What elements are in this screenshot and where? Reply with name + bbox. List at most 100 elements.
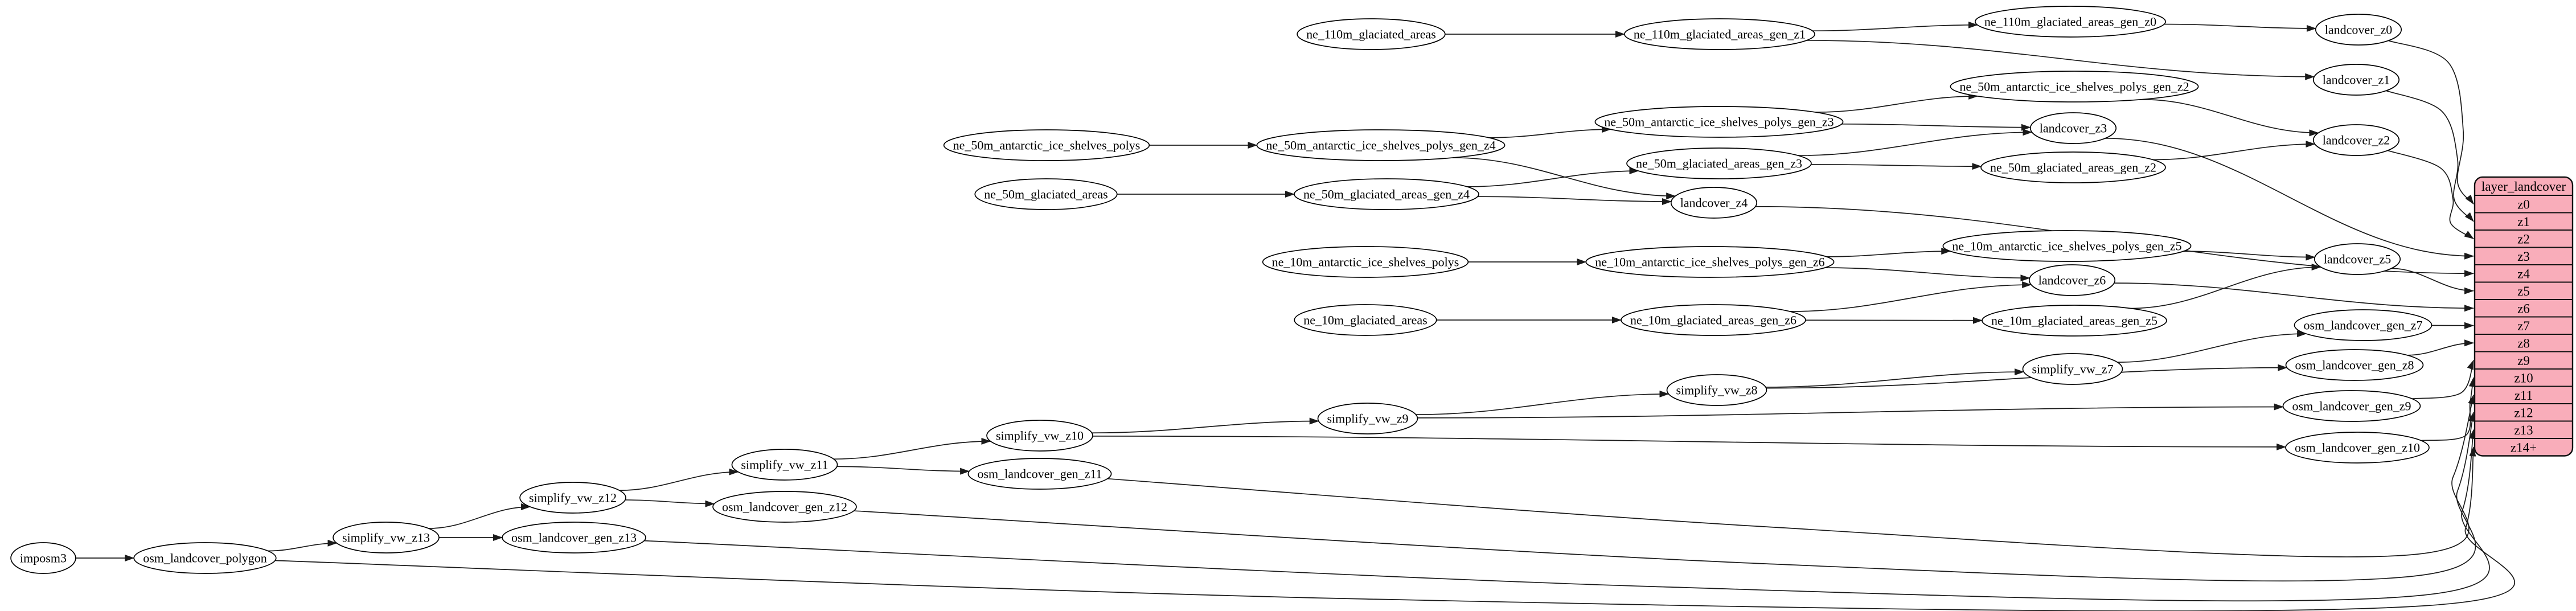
node-label: simplify_vw_z10	[996, 429, 1084, 443]
node-osm_landcover_polygon: osm_landcover_polygon	[133, 542, 277, 574]
node-ellipse	[1666, 374, 1767, 406]
node-ne_50m_antarctic_ice_shelves_polys_gen_z3: ne_50m_antarctic_ice_shelves_polys_gen_z…	[1594, 106, 1844, 138]
edge-ne_110m_glaciated_areas_gen_z1-to-ne_110m_glaciated_areas_gen_z0	[1812, 21, 1978, 32]
node-ellipse	[1594, 106, 1844, 138]
table-row-z7: z7	[2517, 319, 2530, 333]
table-row-z8: z8	[2517, 336, 2530, 350]
node-ellipse	[1585, 246, 1835, 278]
node-simplify_vw_z9: simplify_vw_z9	[1317, 403, 1418, 434]
edge-simplify_vw_z9-to-osm_landcover_gen_z9	[1417, 403, 2284, 419]
node-ellipse	[1294, 178, 1479, 210]
node-label: ne_110m_glaciated_areas_gen_z0	[1984, 15, 2156, 29]
table-row-z12: z12	[2514, 405, 2533, 420]
table-row-z13: z13	[2514, 423, 2533, 437]
node-landcover_z5: landcover_z5	[2314, 243, 2401, 275]
node-osm_landcover_gen_z8: osm_landcover_gen_z8	[2285, 349, 2424, 381]
node-simplify_vw_z10: simplify_vw_z10	[986, 420, 1093, 452]
node-ellipse	[2285, 349, 2424, 381]
node-ellipse	[2285, 432, 2430, 464]
node-osm_landcover_gen_z12: osm_landcover_gen_z12	[712, 491, 857, 523]
node-ellipse	[1262, 246, 1469, 278]
edge-ne_50m_glaciated_areas_gen_z3-to-landcover_z3	[1798, 129, 2033, 156]
node-label: osm_landcover_gen_z13	[511, 531, 637, 545]
edge-landcover_z3-to-row-z3	[2105, 138, 2474, 260]
table-row-z5: z5	[2517, 284, 2530, 298]
table-row-z0: z0	[2517, 197, 2530, 211]
node-label: ne_50m_antarctic_ice_shelves_polys_gen_z…	[1604, 115, 1833, 129]
node-ellipse	[986, 420, 1093, 452]
edge-simplify_vw_z11-to-simplify_vw_z10	[834, 437, 991, 460]
node-imposm3: imposm3	[10, 542, 76, 574]
node-ellipse	[1621, 304, 1806, 336]
node-ne_110m_glaciated_areas: ne_110m_glaciated_areas	[1297, 18, 1446, 50]
node-label: ne_10m_glaciated_areas_gen_z5	[1991, 314, 2157, 328]
edge-simplify_vw_z13-to-simplify_vw_z12	[428, 503, 531, 529]
node-ne_10m_antarctic_ice_shelves_polys: ne_10m_antarctic_ice_shelves_polys	[1262, 246, 1469, 278]
node-ellipse	[333, 522, 440, 553]
node-ellipse	[133, 542, 277, 574]
edge-ne_50m_antarctic_ice_shelves_polys_gen_z3-to-landcover_z3	[1841, 123, 2031, 131]
node-label: ne_50m_antarctic_ice_shelves_polys_gen_z…	[1266, 138, 1495, 153]
node-simplify_vw_z13: simplify_vw_z13	[333, 522, 440, 553]
node-osm_landcover_gen_z11: osm_landcover_gen_z11	[967, 458, 1112, 490]
node-ellipse	[1256, 129, 1506, 161]
node-label: ne_50m_glaciated_areas_gen_z4	[1303, 187, 1470, 202]
edge-ne_10m_antarctic_ice_shelves_polys_gen_z6-to-landcover_z6	[1824, 267, 2031, 282]
node-ellipse	[2315, 14, 2402, 46]
edge-landcover_z5-to-row-z5	[2391, 268, 2474, 294]
node-label: osm_landcover_gen_z12	[722, 500, 847, 514]
node-label: landcover_z5	[2324, 252, 2392, 266]
table-row-z3: z3	[2517, 249, 2530, 264]
node-label: ne_10m_glaciated_areas	[1303, 313, 1427, 327]
node-label: simplify_vw_z8	[1676, 383, 1758, 397]
node-osm_landcover_gen_z9: osm_landcover_gen_z9	[2282, 390, 2421, 422]
node-ellipse	[712, 491, 857, 523]
table-row-z1: z1	[2517, 215, 2530, 229]
node-ellipse	[2022, 353, 2123, 385]
table-title: layer_landcover	[2481, 179, 2566, 194]
node-label: osm_landcover_gen_z8	[2295, 358, 2414, 372]
node-label: ne_110m_glaciated_areas	[1306, 27, 1436, 42]
node-ellipse	[943, 129, 1150, 161]
node-ellipse	[2294, 309, 2433, 341]
edge-ne_10m_antarctic_ice_shelves_polys_gen_z5-to-landcover_z5	[2183, 251, 2316, 261]
edge-simplify_vw_z10-to-simplify_vw_z9	[1092, 417, 1319, 434]
edge-ne_110m_glaciated_areas_gen_z1-to-landcover_z1	[1806, 40, 2315, 80]
node-label: ne_50m_glaciated_areas_gen_z2	[1990, 161, 2156, 175]
node-landcover_z3: landcover_z3	[2029, 112, 2117, 144]
node-label: ne_110m_glaciated_areas_gen_z1	[1634, 27, 1806, 42]
node-ellipse	[974, 178, 1118, 210]
node-ellipse	[1624, 18, 1815, 50]
edge-simplify_vw_z7-to-osm_landcover_gen_z7	[2117, 330, 2307, 363]
edge-simplify_vw_z12-to-osm_landcover_gen_z12	[625, 499, 715, 507]
node-ellipse	[1297, 18, 1446, 50]
node-ne_10m_antarctic_ice_shelves_polys_gen_z5: ne_10m_antarctic_ice_shelves_polys_gen_z…	[1942, 230, 2192, 262]
node-ne_50m_glaciated_areas: ne_50m_glaciated_areas	[974, 178, 1118, 210]
node-label: simplify_vw_z12	[529, 491, 617, 505]
node-simplify_vw_z11: simplify_vw_z11	[731, 449, 838, 481]
edge-ne_50m_glaciated_areas_gen_z4-to-ne_50m_glaciated_areas_gen_z3	[1467, 167, 1639, 187]
edge-simplify_vw_z12-to-simplify_vw_z11	[619, 468, 739, 491]
node-label: ne_50m_glaciated_areas	[984, 187, 1107, 202]
node-label: ne_50m_antarctic_ice_shelves_polys_gen_z…	[1959, 80, 2189, 94]
node-label: imposm3	[20, 551, 67, 565]
node-landcover_z0: landcover_z0	[2315, 14, 2402, 46]
node-label: ne_10m_antarctic_ice_shelves_polys_gen_z…	[1952, 239, 2181, 253]
node-ne_50m_antarctic_ice_shelves_polys_gen_z4: ne_50m_antarctic_ice_shelves_polys_gen_z…	[1256, 129, 1506, 161]
node-ellipse	[2029, 112, 2117, 144]
node-label: osm_landcover_polygon	[143, 551, 267, 565]
edge-landcover_z6-to-row-z6	[2114, 282, 2474, 312]
edge-osm_landcover_gen_z10-to-row-z10	[2421, 377, 2476, 441]
node-ellipse	[1980, 151, 2166, 183]
table-row-z2: z2	[2517, 232, 2530, 246]
node-label: osm_landcover_gen_z10	[2295, 441, 2420, 455]
node-ne_10m_glaciated_areas_gen_z5: ne_10m_glaciated_areas_gen_z5	[1982, 305, 2167, 337]
node-label: simplify_vw_z11	[741, 458, 828, 472]
node-ellipse	[1950, 71, 2199, 102]
node-label: simplify_vw_z7	[2032, 362, 2114, 376]
node-ellipse	[967, 458, 1112, 490]
node-label: ne_10m_antarctic_ice_shelves_polys	[1272, 255, 1459, 269]
edge-simplify_vw_z9-to-simplify_vw_z8	[1416, 390, 1670, 415]
